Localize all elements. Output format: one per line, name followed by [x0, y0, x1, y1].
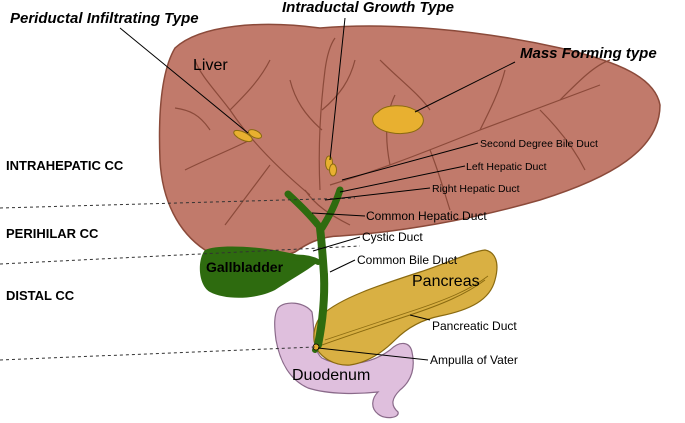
leader-lines — [119, 17, 516, 361]
liver-shape — [158, 23, 661, 260]
region-distal: DISTAL CC — [6, 288, 75, 303]
divider-perihilar-distal — [0, 245, 361, 265]
label-periductal: Periductal Infiltrating Type — [10, 10, 199, 27]
tumor-mass-forming — [372, 105, 424, 135]
organ-gallbladder: Gallbladder — [206, 259, 284, 275]
region-perihilar: PERIHILAR CC — [6, 226, 99, 241]
duct-common-hepatic: Common Hepatic Duct — [366, 209, 487, 223]
duct-pancreatic: Pancreatic Duct — [432, 319, 517, 333]
divider-distal-bottom — [0, 346, 317, 361]
tumor-periductal — [233, 129, 263, 143]
duct-left-hepatic: Left Hepatic Duct — [466, 161, 547, 173]
pancreatic-duct-line-2 — [324, 275, 489, 341]
organ-liver: Liver — [193, 57, 228, 74]
organ-duodenum: Duodenum — [292, 367, 370, 384]
duct-ampulla: Ampulla of Vater — [430, 353, 518, 367]
pancreas-shape — [313, 249, 498, 366]
duodenum-shape — [274, 302, 414, 419]
divider-intrahepatic-perihilar — [0, 197, 356, 209]
region-intrahepatic: INTRAHEPATIC CC — [6, 158, 124, 173]
bile-duct-tree — [284, 186, 344, 353]
duct-right-hepatic: Right Hepatic Duct — [432, 183, 520, 195]
duct-second-degree: Second Degree Bile Duct — [480, 138, 598, 150]
tumor-intraductal — [325, 155, 337, 177]
label-intraductal: Intraductal Growth Type — [282, 0, 454, 16]
label-mass-forming: Mass Forming type — [520, 45, 657, 62]
organ-pancreas: Pancreas — [412, 273, 480, 290]
duct-common-bile: Common Bile Duct — [357, 253, 458, 267]
duct-cystic: Cystic Duct — [362, 230, 423, 244]
